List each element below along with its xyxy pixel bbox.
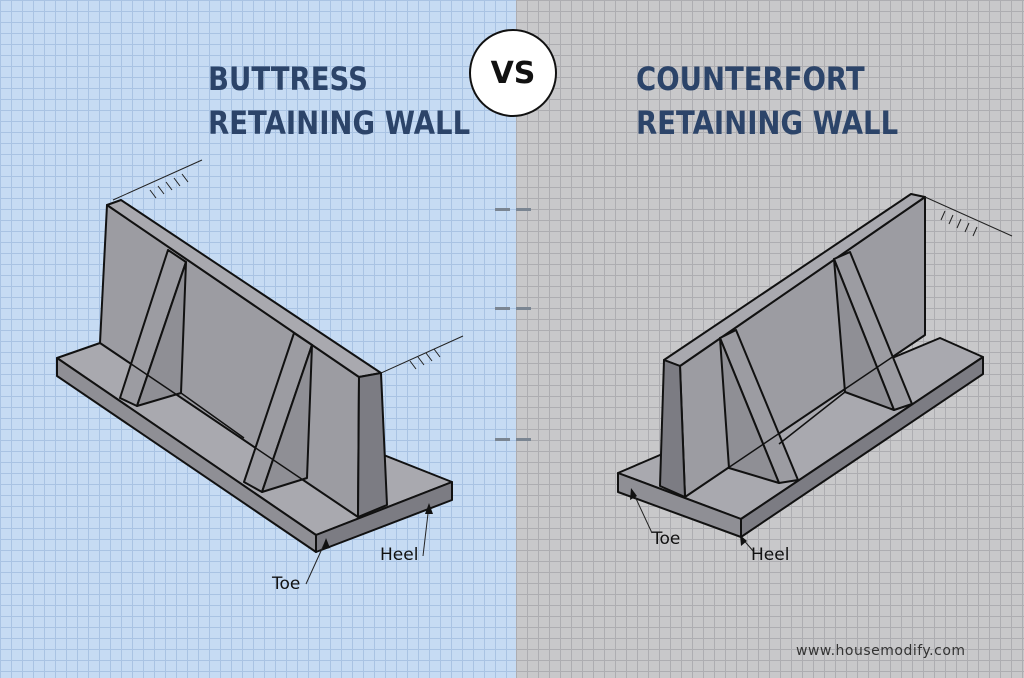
- counterfort-wall-model: [617, 193, 1013, 553]
- buttress-toe-leader: [305, 539, 327, 585]
- buttress-toe-label: Toe: [272, 574, 301, 594]
- counterfort-base-slab-end: [740, 356, 984, 538]
- buttress-soil-hatch-right: [409, 348, 441, 370]
- buttress-wall-model: [56, 159, 464, 585]
- buttress-title-line2: RETAINING WALL: [208, 104, 471, 142]
- counterfort-toe-leader: [631, 489, 653, 534]
- counterfort-toe-label: Toe: [652, 529, 681, 549]
- buttress-base-slab-end: [315, 481, 453, 553]
- counterfort-heel-label: Heel: [751, 545, 790, 565]
- counterfort-stem-end: [659, 359, 686, 498]
- buttress-toe-arrowhead: [322, 538, 330, 550]
- buttress-soil-hatch-top: [149, 173, 189, 199]
- buttress-ground-line-top: [112, 159, 203, 201]
- counterfort-title-line1: COUNTERFORT: [636, 60, 865, 98]
- counterfort-rib-2-side: [833, 258, 895, 411]
- counterfort-soil-hatch: [940, 210, 978, 237]
- buttress-stem-base-line: [99, 342, 359, 518]
- counterfort-toe-arrowhead: [630, 488, 637, 500]
- watermark-url[interactable]: www.housemodify.com: [796, 643, 966, 659]
- counterfort-heel-arrowhead: [740, 535, 747, 546]
- vs-badge: VS: [469, 29, 557, 117]
- counterfort-title: COUNTERFORT RETAINING WALL: [636, 57, 898, 145]
- buttress-ground-line-right: [380, 335, 464, 374]
- center-divider-dash: [495, 208, 531, 211]
- counterfort-inner-line: [778, 391, 846, 445]
- buttress-inner-line: [180, 392, 245, 439]
- counterfort-ground-line: [924, 196, 1013, 237]
- counterfort-rib-1-side: [719, 337, 780, 484]
- buttress-stem-end: [357, 372, 388, 518]
- buttress-heel-arrowhead: [425, 503, 433, 514]
- buttress-title-line1: BUTTRESS: [208, 60, 368, 98]
- buttress-rib-1-side: [136, 261, 187, 407]
- buttress-rib-2-side: [261, 344, 313, 493]
- buttress-heel-label: Heel: [380, 545, 419, 565]
- center-divider-dash: [495, 307, 531, 310]
- counterfort-stem-base-line: [684, 334, 926, 498]
- center-divider-dash: [495, 438, 531, 441]
- counterfort-title-line2: RETAINING WALL: [636, 104, 899, 142]
- buttress-title: BUTTRESS RETAINING WALL: [208, 57, 470, 145]
